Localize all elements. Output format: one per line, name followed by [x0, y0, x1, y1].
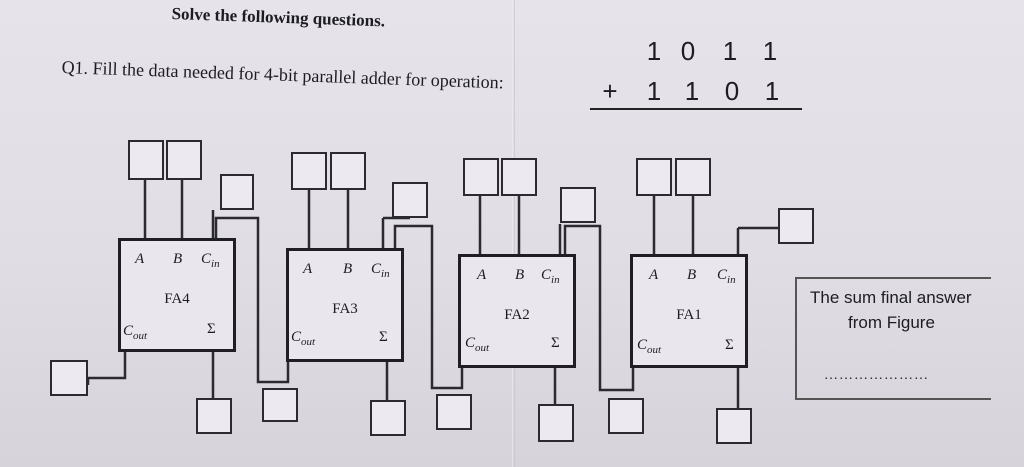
input-b-label: B: [687, 267, 697, 283]
fa1-input-b-box[interactable]: [675, 158, 711, 196]
adder-name: FA3: [332, 301, 358, 317]
fa3-input-b-box[interactable]: [330, 152, 366, 190]
fa2-input-a-box[interactable]: [463, 158, 499, 196]
full-adder-fa1: A B Cin FA1 Cout Σ: [630, 254, 748, 368]
fa1-sum-box[interactable]: [716, 408, 752, 444]
fa3-sum-box[interactable]: [370, 400, 406, 436]
answer-box-top: [795, 277, 991, 279]
carry-out-label: Cout: [465, 335, 490, 354]
carry-in-label: Cin: [541, 267, 560, 286]
carry-out-label: Cout: [291, 329, 316, 348]
sum-label: Σ: [207, 321, 216, 337]
adder-name: FA1: [676, 307, 702, 323]
paper-fold: [512, 0, 515, 467]
fa1-carry-in-box[interactable]: [778, 208, 814, 244]
carry-in-label: Cin: [371, 261, 390, 280]
adder-name: FA4: [164, 291, 190, 307]
sum-underline: [590, 108, 802, 110]
operand2-digit: 0: [724, 76, 740, 106]
fa4-input-b-box[interactable]: [166, 140, 202, 180]
operand2-digit: 1: [764, 76, 780, 106]
carry-in-label: Cin: [201, 251, 220, 270]
fa4-input-a-box[interactable]: [128, 140, 164, 180]
input-a-label: A: [135, 251, 145, 267]
answer-prompt-line2: from Figure: [848, 313, 935, 332]
adder-name: FA2: [504, 307, 530, 323]
operator-plus: +: [602, 76, 618, 106]
carry-in-label: Cin: [717, 267, 736, 286]
answer-box-left: [795, 277, 797, 400]
sum-label: Σ: [379, 329, 388, 345]
carry-out-label: Cout: [123, 323, 148, 342]
sum-label: Σ: [725, 337, 734, 353]
fa3-input-a-box[interactable]: [291, 152, 327, 190]
fa2-input-b-box[interactable]: [501, 158, 537, 196]
input-a-label: A: [649, 267, 659, 283]
fa2-carry-box[interactable]: [560, 187, 596, 223]
full-adder-fa4: A B Cin FA4 Cout Σ: [118, 238, 236, 352]
operand1-digit: 1: [646, 36, 662, 66]
input-a-label: A: [303, 261, 313, 277]
operand2-digit: 1: [684, 76, 700, 106]
fa2-sum-box[interactable]: [538, 404, 574, 442]
extra-box[interactable]: [262, 388, 298, 422]
carry-out-label: Cout: [637, 337, 662, 356]
answer-blank[interactable]: …………………: [824, 368, 929, 383]
operand1-digit: 1: [762, 36, 778, 66]
fa4-carry-box[interactable]: [220, 174, 254, 210]
sum-label: Σ: [551, 335, 560, 351]
fa3-carry-box[interactable]: [392, 182, 428, 218]
final-carry-out-box[interactable]: [50, 360, 88, 396]
input-b-label: B: [173, 251, 183, 267]
input-b-label: B: [343, 261, 353, 277]
fa4-sum-box[interactable]: [196, 398, 232, 434]
fa1-input-a-box[interactable]: [636, 158, 672, 196]
operand1-digit: 0: [680, 36, 696, 66]
answer-box-bottom: [795, 398, 991, 400]
extra-box[interactable]: [436, 394, 472, 430]
full-adder-fa2: A B Cin FA2 Cout Σ: [458, 254, 576, 368]
input-b-label: B: [515, 267, 525, 283]
operand2-digit: 1: [646, 76, 662, 106]
answer-prompt-line1: The sum final answer: [810, 288, 972, 307]
extra-box[interactable]: [608, 398, 644, 434]
input-a-label: A: [477, 267, 487, 283]
operand1-digit: 1: [722, 36, 738, 66]
full-adder-fa3: A B Cin FA3 Cout Σ: [286, 248, 404, 362]
